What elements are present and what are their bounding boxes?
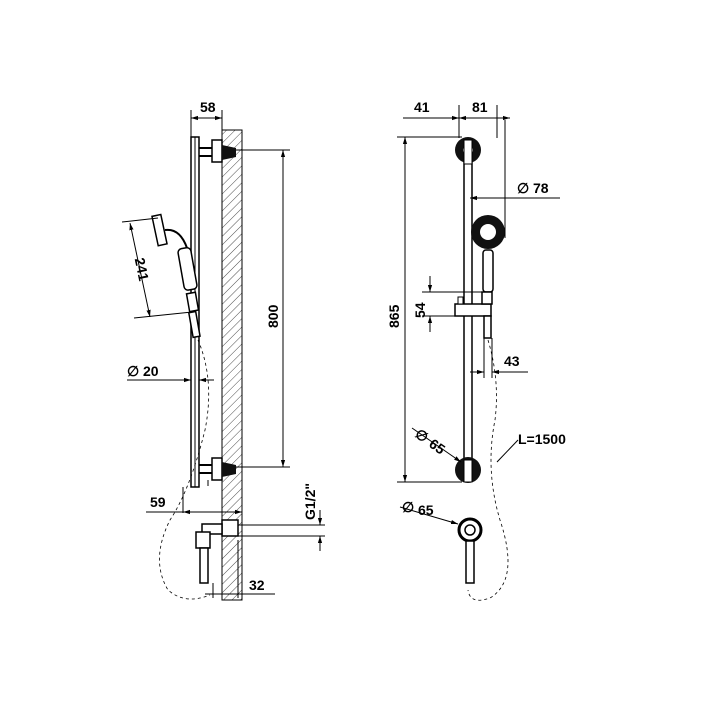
side-view: 58 241 800 ∅ 20 59 G1/2" 32 xyxy=(121,99,325,601)
dim-bracket-symbol: ∅ xyxy=(412,425,431,445)
front-slider xyxy=(454,291,493,339)
front-view: 41 81 ∅ 78 865 54 43 ∅ 65 L=1500 ∅ xyxy=(386,99,566,601)
bottom-bracket xyxy=(199,457,236,486)
side-outlet xyxy=(195,519,239,584)
dim-hose-label: L=1500 xyxy=(518,431,566,447)
top-bracket xyxy=(199,139,236,163)
dim-bracket-label: 65 xyxy=(426,435,448,457)
dim-right-label: 81 xyxy=(472,99,488,115)
dim-rail-diameter-symbol: ∅ xyxy=(127,363,139,379)
side-hand-shower xyxy=(151,213,201,339)
dim-overall-label: 865 xyxy=(386,304,402,328)
dim-wall-depth-label: 32 xyxy=(249,577,265,593)
dim-outlet-label: 65 xyxy=(418,502,434,518)
dim-left-label: 41 xyxy=(414,99,430,115)
front-bottom-bracket xyxy=(455,457,481,483)
dim-thread-label: G1/2" xyxy=(302,483,318,520)
front-top-bracket xyxy=(455,137,481,165)
front-outlet xyxy=(457,517,483,584)
dim-hose-slider-label: 241 xyxy=(132,256,153,282)
dim-head-symbol: ∅ xyxy=(517,180,529,196)
dim-handle-label: 43 xyxy=(504,353,520,369)
dim-rail-diameter-label: 20 xyxy=(143,363,159,379)
dim-outlet-offset-label: 59 xyxy=(150,494,166,510)
dim-depth-label: 58 xyxy=(200,99,216,115)
wall-hatched xyxy=(221,129,243,601)
front-hose xyxy=(467,339,509,601)
dim-head-label: 78 xyxy=(533,180,549,196)
front-shower-head xyxy=(471,215,505,293)
dim-slider-label: 54 xyxy=(412,302,428,318)
dim-rail-length-label: 800 xyxy=(265,304,281,328)
dim-outlet-symbol: ∅ xyxy=(402,499,414,515)
